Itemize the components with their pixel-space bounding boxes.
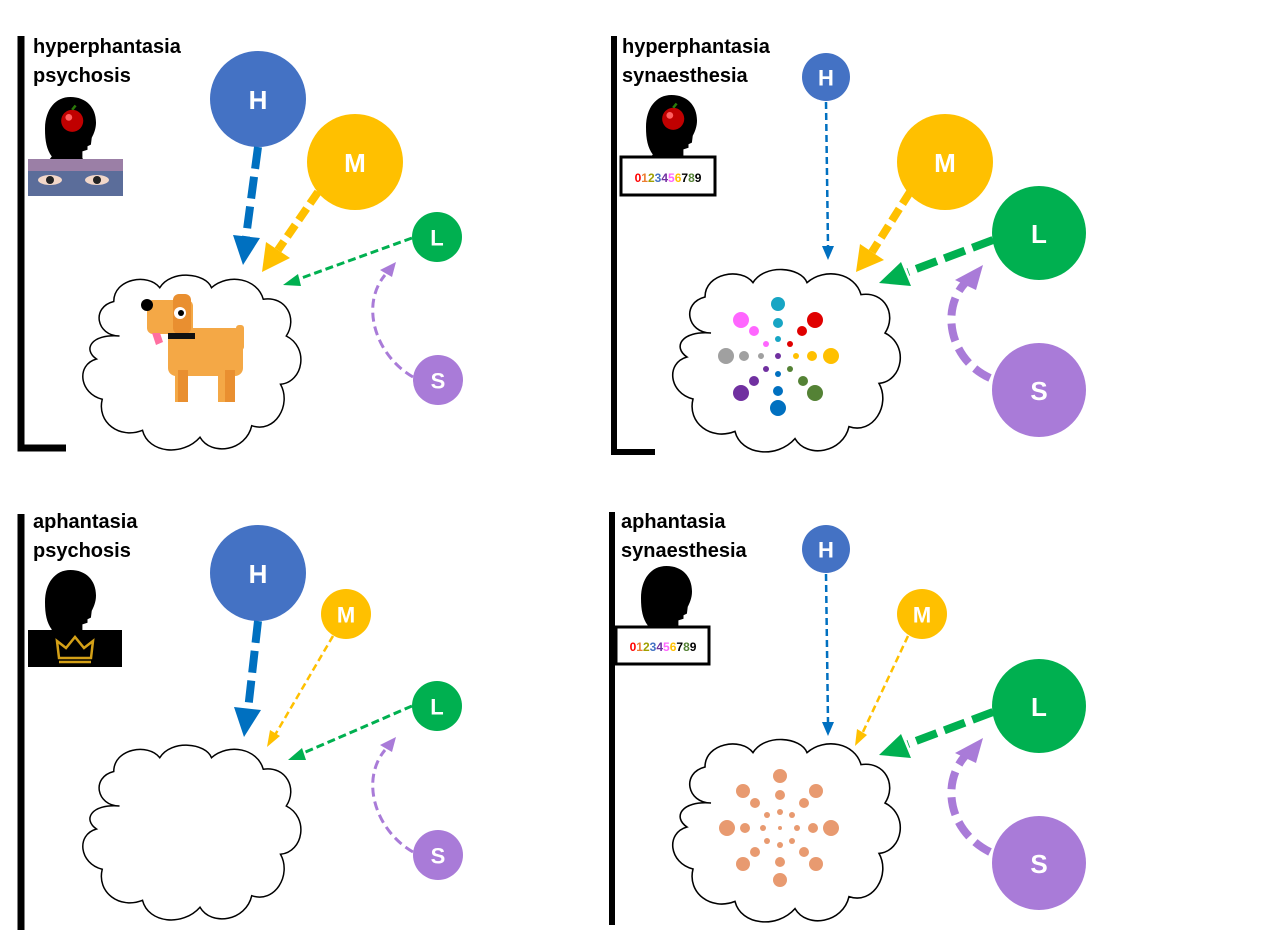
panel-hyper-synaesthesia: hyperphantasia synaesthesia 0123456789	[611, 36, 1086, 455]
node-M: M	[321, 589, 371, 639]
digit-char: 7	[676, 640, 683, 654]
svg-text:L: L	[1031, 692, 1047, 722]
digits-text: 0123456789	[630, 640, 697, 654]
digit-char: 8	[688, 171, 695, 185]
arrow-M	[856, 189, 914, 272]
arrow-H	[233, 146, 262, 265]
svg-text:M: M	[337, 603, 355, 628]
digit-char: 6	[675, 171, 682, 185]
panel-title-line1: hyperphantasia	[33, 36, 182, 58]
arrow-H	[822, 101, 834, 260]
arrow-S	[947, 265, 992, 382]
digit-char: 1	[636, 640, 643, 654]
digit-char: 0	[635, 171, 642, 185]
svg-text:M: M	[934, 148, 956, 178]
arrow-S	[371, 737, 414, 854]
node-S: S	[413, 355, 463, 405]
panel-frame	[611, 36, 655, 455]
svg-text:M: M	[344, 148, 366, 178]
panel-title-line2: synaesthesia	[622, 65, 749, 87]
cloud	[671, 268, 902, 453]
digits-badge: 0123456789	[619, 155, 717, 197]
eyes-badge	[28, 159, 123, 196]
digit-char: 6	[670, 640, 677, 654]
digit-char: 5	[668, 171, 675, 185]
node-H: H	[210, 525, 306, 621]
node-H: H	[802, 53, 850, 101]
node-L: L	[992, 186, 1086, 280]
arrow-L	[283, 236, 413, 286]
svg-text:H: H	[249, 85, 268, 115]
digit-char: 7	[681, 171, 688, 185]
node-M: M	[307, 114, 403, 210]
head-icon	[45, 570, 96, 638]
arrow-S	[947, 738, 992, 856]
digit-char: 4	[661, 171, 668, 185]
cloud	[671, 738, 902, 923]
digit-char: 2	[648, 171, 655, 185]
svg-text:H: H	[818, 538, 834, 563]
node-S: S	[992, 816, 1086, 910]
panel-aphantasia-psychosis: aphantasia psychosis H M L S	[17, 511, 463, 930]
orange-dots	[719, 769, 839, 887]
svg-text:L: L	[1031, 219, 1047, 249]
node-L: L	[992, 659, 1086, 753]
svg-text:L: L	[430, 226, 443, 251]
colored-dots	[718, 297, 839, 416]
arrow-L	[879, 236, 995, 286]
digits-badge: 0123456789	[614, 625, 711, 666]
arrow-H	[822, 573, 834, 736]
arrow-M	[855, 635, 910, 746]
node-M: M	[897, 589, 947, 639]
node-S: S	[992, 343, 1086, 437]
node-H: H	[210, 51, 306, 147]
svg-text:S: S	[1030, 849, 1047, 879]
head-with-apple-icon	[45, 97, 96, 165]
svg-text:H: H	[249, 559, 268, 589]
svg-text:M: M	[913, 603, 931, 628]
panel-title-line1: hyperphantasia	[622, 36, 771, 58]
panel-title-line1: aphantasia	[33, 511, 138, 533]
panel-title-line1: aphantasia	[621, 511, 726, 533]
node-L: L	[412, 212, 462, 262]
svg-text:L: L	[430, 695, 443, 720]
svg-text:S: S	[431, 844, 446, 869]
cloud	[82, 744, 302, 921]
digit-char: 3	[655, 171, 662, 185]
panel-hyper-psychosis: hyperphantasia psychosis	[17, 36, 463, 452]
arrow-M	[262, 189, 322, 272]
node-M: M	[897, 114, 993, 210]
panel-aphantasia-synaesthesia: aphantasia synaesthesia 0123456789 H M	[609, 511, 1086, 925]
node-H: H	[802, 525, 850, 573]
svg-text:S: S	[431, 369, 446, 394]
arrow-L	[879, 708, 995, 758]
panel-title-line2: synaesthesia	[621, 540, 748, 562]
digit-char: 3	[650, 640, 657, 654]
digit-char: 1	[641, 171, 648, 185]
node-L: L	[412, 681, 462, 731]
arrow-S	[371, 262, 414, 379]
arrow-M	[267, 635, 335, 747]
digit-char: 0	[630, 640, 637, 654]
panel-title-line2: psychosis	[33, 65, 131, 87]
arrow-H	[234, 620, 262, 737]
svg-text:H: H	[818, 66, 834, 91]
digit-char: 4	[656, 640, 663, 654]
node-S: S	[413, 830, 463, 880]
digit-char: 9	[695, 171, 702, 185]
head-icon	[641, 566, 692, 634]
digit-char: 2	[643, 640, 650, 654]
crown-badge	[28, 630, 122, 667]
panel-title-line2: psychosis	[33, 540, 131, 562]
arrow-L	[288, 704, 413, 760]
digit-char: 9	[690, 640, 697, 654]
dog-icon	[141, 294, 244, 402]
head-with-apple-icon	[646, 95, 697, 163]
svg-text:S: S	[1030, 376, 1047, 406]
digit-char: 5	[663, 640, 670, 654]
digits-text: 0123456789	[635, 171, 702, 185]
panel-frame	[17, 36, 66, 452]
digit-char: 8	[683, 640, 690, 654]
